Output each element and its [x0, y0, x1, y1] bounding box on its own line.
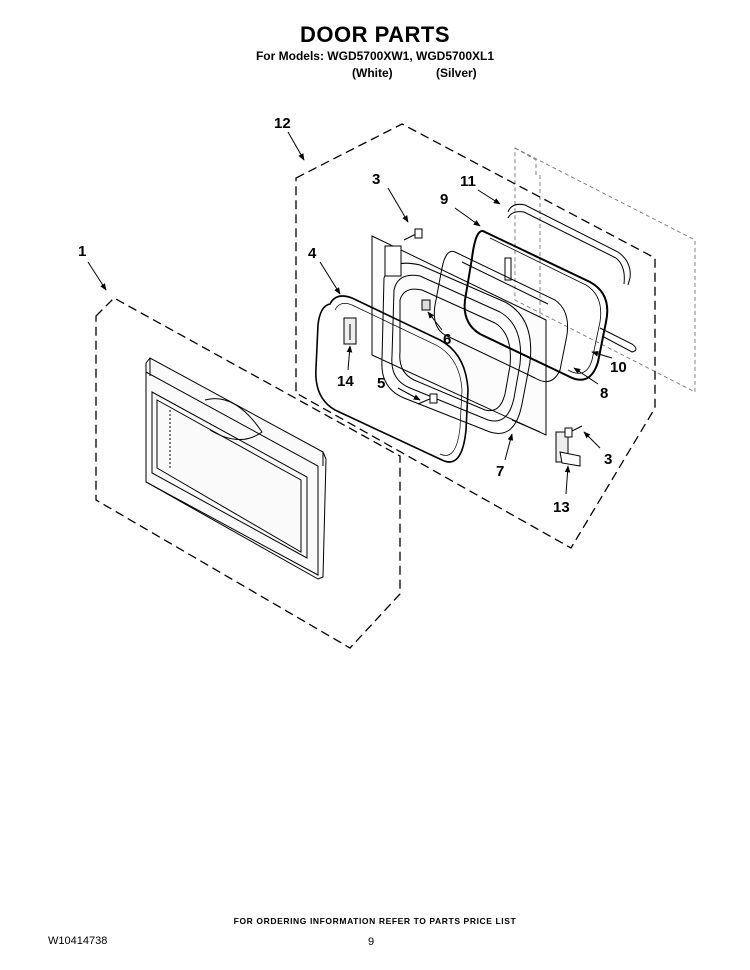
models-line: For Models: WGD5700XW1, WGD5700XL1 [255, 49, 495, 63]
outer-door-assembly-boundary [95, 297, 401, 649]
callout-14: 14 [337, 373, 354, 390]
callout-3-upper: 3 [372, 171, 380, 188]
screw-3-upper [403, 228, 423, 241]
screw-3-lower [564, 425, 583, 438]
outer-door-panel [145, 357, 327, 580]
variant-silver-label: (Silver) [436, 66, 477, 80]
callout-leaders [87, 131, 613, 495]
hinge-bracket [343, 317, 357, 345]
callout-9: 9 [440, 191, 448, 208]
callout-11: 11 [460, 173, 476, 190]
callout-10: 10 [610, 359, 627, 376]
door-handle-trim [504, 203, 637, 353]
callout-5: 5 [377, 375, 385, 392]
door-glass [433, 250, 569, 383]
callout-1: 1 [78, 243, 86, 260]
callout-8: 8 [600, 385, 608, 402]
page-number: 9 [368, 936, 375, 948]
page-title: DOOR PARTS [299, 22, 451, 47]
callout-6: 6 [443, 331, 451, 348]
cabinet-outline [514, 147, 696, 393]
door-seal [315, 295, 469, 463]
callout-7: 7 [496, 463, 504, 480]
document-number: W10414738 [48, 935, 108, 947]
inner-door-assembly-boundary [295, 123, 656, 549]
ordering-note: FOR ORDERING INFORMATION REFER TO PARTS … [233, 916, 517, 926]
callout-13: 13 [553, 499, 570, 516]
latch-clip-6 [421, 299, 431, 311]
inner-door-panel [371, 235, 547, 436]
screw-5 [417, 393, 438, 405]
callout-12: 12 [274, 115, 291, 132]
variant-white-label: (White) [352, 66, 393, 80]
lower-hinge [555, 431, 581, 467]
callout-4: 4 [308, 245, 317, 262]
callout-3-lower: 3 [604, 451, 612, 468]
